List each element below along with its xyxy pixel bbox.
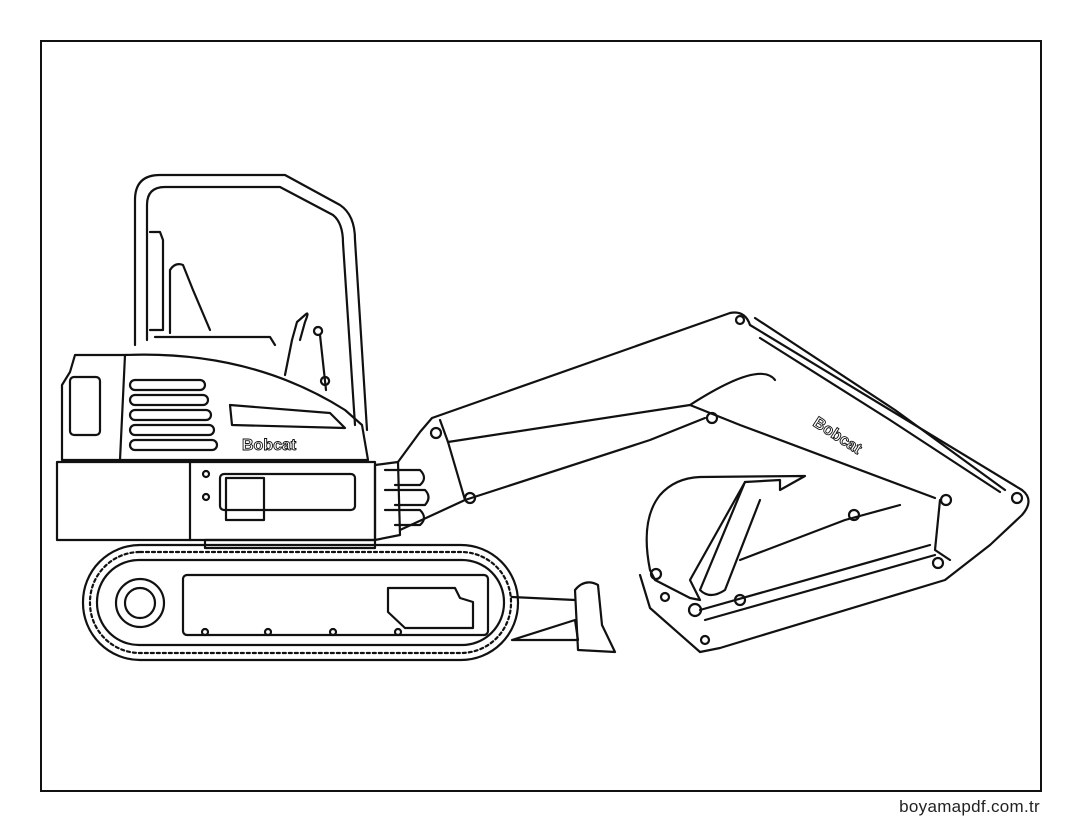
crawler-track — [81, 543, 520, 662]
bobcat-logo-boom: Bobcat — [810, 414, 865, 458]
boom-arm — [396, 311, 1030, 654]
page-border-frame — [40, 40, 1042, 792]
upper-body — [60, 353, 370, 462]
dozer-blade — [510, 581, 617, 654]
boom-mount — [373, 460, 430, 542]
cab-frame — [133, 173, 369, 432]
site-watermark-text: boyamapdf.com.tr — [899, 797, 1040, 816]
grille-vent — [128, 378, 219, 452]
operator-seat — [153, 263, 331, 392]
bobcat-logo-body: Bobcat — [242, 437, 297, 454]
bucket — [645, 474, 807, 646]
lower-body — [55, 460, 377, 550]
